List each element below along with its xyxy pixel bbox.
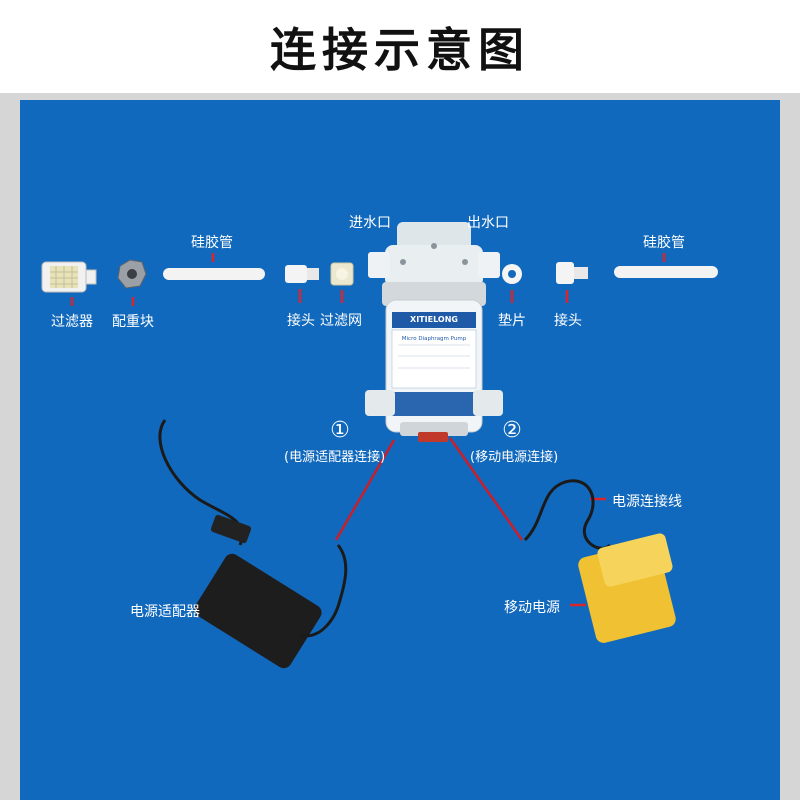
label-inlet: 进水口 [349, 215, 391, 231]
label-adapter: 电源适配器 [130, 604, 200, 620]
label-strainer: 过滤网 [320, 313, 362, 329]
label-mobile-power: 移动电源 [504, 600, 560, 616]
pump-product: Micro Diaphragm Pump [402, 336, 467, 342]
label-tube-left: 硅胶管 [191, 235, 233, 251]
power-adapter [158, 419, 348, 669]
connection-number-2: ② [502, 418, 522, 443]
filter-icon [41, 261, 97, 293]
label-power-cable: 电源连接线 [612, 494, 682, 510]
gasket-icon [502, 264, 522, 284]
connection-text-2: (移动电源连接) [470, 450, 559, 465]
label-weight: 配重块 [112, 314, 154, 330]
label-outlet: 出水口 [467, 215, 509, 231]
page-title: 连接示意图 [270, 23, 530, 77]
connection-number-1: ① [330, 418, 350, 443]
label-filter: 过滤器 [51, 314, 93, 330]
diaphragm-pump: XITIELONG Micro Diaphragm Pump [365, 222, 503, 442]
label-connector-left: 接头 [287, 313, 315, 329]
connection-line-adapter [334, 439, 396, 541]
connection-line-mobile [448, 437, 524, 541]
connector-right-icon [556, 262, 588, 284]
diagram-panel [20, 100, 780, 800]
mobile-power-bank [523, 479, 676, 643]
weight-block-icon [117, 259, 147, 289]
strainer-icon [330, 262, 354, 286]
silicone-tube-left [163, 268, 265, 280]
label-tube-right: 硅胶管 [643, 235, 685, 251]
connection-text-1: (电源适配器连接) [284, 450, 386, 465]
connector-left-icon [285, 265, 319, 283]
label-gasket: 垫片 [498, 313, 526, 329]
pump-brand: XITIELONG [410, 315, 458, 324]
label-connector-right: 接头 [554, 313, 582, 329]
silicone-tube-right [614, 266, 718, 278]
